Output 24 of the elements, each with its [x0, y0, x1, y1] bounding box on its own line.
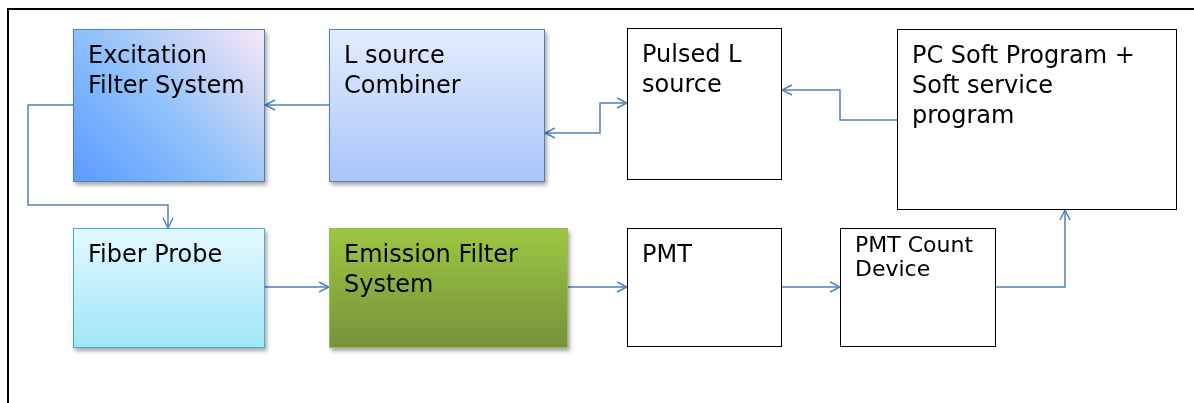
- arrow: [781, 281, 841, 293]
- arrow: [781, 84, 898, 121]
- process-box: [329, 29, 545, 182]
- process-box: [73, 228, 265, 348]
- box-label: PC Soft Program + Soft service program: [912, 40, 1136, 130]
- process-box: [627, 228, 782, 347]
- box-label: L source Combiner: [344, 40, 462, 100]
- box-label: Fiber Probe: [88, 239, 224, 269]
- process-box: [897, 29, 1177, 210]
- process-box: [73, 29, 265, 182]
- box-label: Emission Filter System: [344, 239, 519, 299]
- arrow: [264, 99, 330, 111]
- process-box: [840, 228, 996, 347]
- box-label: Pulsed L source: [642, 39, 743, 99]
- process-box: [329, 228, 568, 348]
- box-label: PMT: [642, 239, 693, 269]
- arrow: [27, 104, 174, 229]
- arrow: [567, 281, 628, 293]
- process-box: [627, 28, 782, 180]
- box-label: PMT Count Device: [855, 233, 974, 282]
- arrow: [264, 281, 330, 293]
- arrow: [544, 97, 628, 139]
- box-label: Excitation Filter System: [88, 40, 246, 100]
- arrow: [995, 209, 1071, 288]
